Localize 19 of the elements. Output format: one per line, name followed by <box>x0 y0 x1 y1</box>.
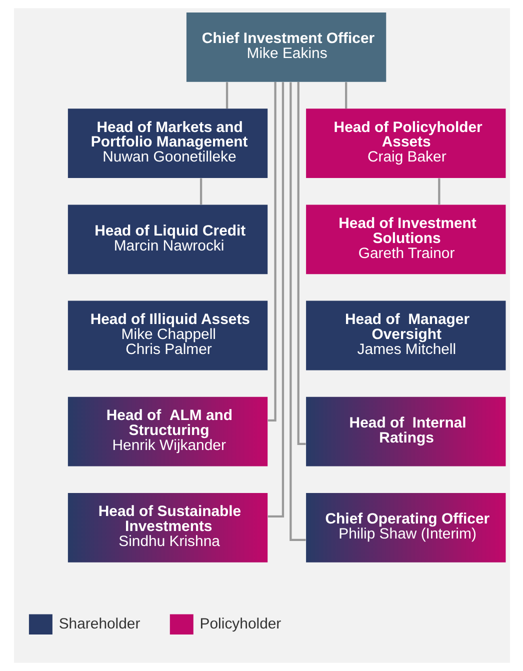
node-box: Head of Sustainable Investments Sindhu Krishna <box>67 493 268 562</box>
node-box: Head of Manager Oversight James Mitchell <box>306 300 506 370</box>
node-box: Chief Operating Officer Philip Shaw (Interim) <box>306 493 506 562</box>
connector <box>344 82 347 109</box>
connector <box>225 82 228 109</box>
connector <box>267 82 276 422</box>
node-box: Head of Internal Ratings <box>306 396 506 466</box>
node-box: Head of Policyholder Assets Craig Baker <box>306 108 506 178</box>
node-box: Head of Markets and Portfolio Management Nuwan Goonetilleke <box>67 108 268 178</box>
connector <box>438 178 440 205</box>
node-box: Chief Investment Officer Mike Eakins <box>186 12 386 82</box>
node-box: Head of Illiquid Assets Mike Chappell Chris Palmer <box>67 300 268 370</box>
node-box: Head of Investment Solutions Gareth Trainor <box>306 204 506 274</box>
legend-label: Shareholder <box>58 615 140 632</box>
connector <box>199 178 202 205</box>
node-box: Head of Liquid Credit Marcin Nawrocki <box>67 204 268 274</box>
connector <box>296 82 306 445</box>
node-box: Head of ALM and Structuring Henrik Wijkander <box>67 396 268 466</box>
legend-label: Policyholder <box>199 615 281 632</box>
